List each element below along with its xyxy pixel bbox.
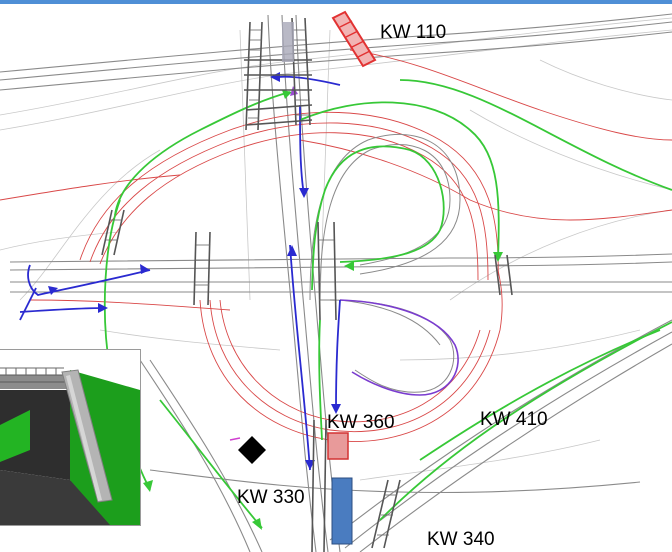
- route-arrowheads: [48, 72, 503, 530]
- kw360-structure-marker: [327, 432, 349, 460]
- header-bar: [0, 0, 672, 4]
- label-kw110: KW 110: [380, 22, 447, 43]
- cloverleaf-loop: [309, 133, 461, 301]
- bridge-rendering-inset: [0, 349, 141, 526]
- kw330-structure-marker: [331, 477, 353, 545]
- bridge-deck-highlight: [282, 22, 294, 62]
- label-kw360: KW 360: [327, 412, 395, 433]
- magenta-tick-mark: [229, 437, 241, 441]
- label-kw340: KW 340: [427, 529, 495, 550]
- southeast-loop: [329, 299, 455, 393]
- bridge-abutment-illustration: [0, 350, 140, 525]
- black-diamond-marker: [238, 436, 266, 464]
- label-kw330: KW 330: [237, 487, 305, 508]
- kw110-structure-marker: [331, 10, 377, 68]
- ramp-alignments-red: [0, 49, 672, 442]
- label-kw410: KW 410: [480, 409, 548, 430]
- route-blue: [19, 75, 341, 471]
- bridge-hatching: [106, 29, 510, 536]
- loop-route-purple: [339, 299, 459, 396]
